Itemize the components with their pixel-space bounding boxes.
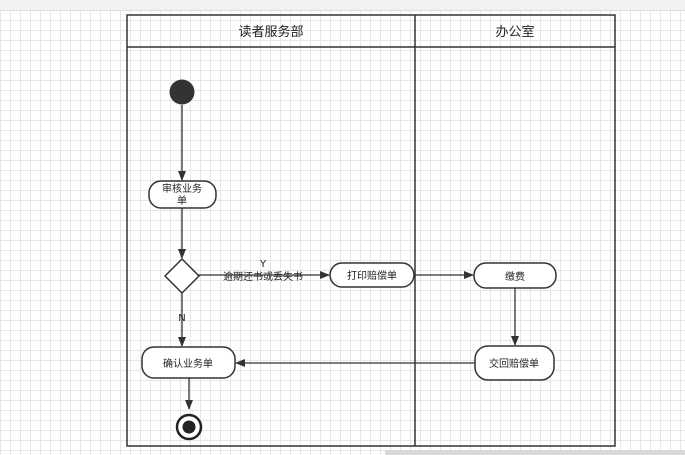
lane-title-reader-service: 读者服务部 [238,24,303,40]
activity-pay-label: 缴费 [505,270,525,283]
activity-review-line1: 审核业务 [162,182,202,195]
swimlane-frame [126,14,616,447]
start-node[interactable] [169,79,195,105]
activity-review-line2: 单 [177,195,187,207]
canvas-top-bar [0,0,685,11]
end-node-inner [182,420,196,434]
canvas-scrollbar[interactable] [385,450,685,455]
edge-label-condition: 逾期还书或丢失书 [223,270,303,283]
activity-submit-label: 交回赔偿单 [489,357,539,370]
lane-title-office: 办公室 [495,24,534,40]
activity-review-order[interactable] [148,180,217,209]
edge-label-yes: Y [259,259,267,270]
activity-return-compensation[interactable] [474,345,555,381]
activity-confirm-order[interactable] [141,346,236,379]
activity-print-compensation[interactable] [329,262,415,288]
activity-confirm-label: 确认业务单 [163,357,213,370]
activity-print-label: 打印赔偿单 [347,269,397,282]
decision-node[interactable] [163,257,201,295]
activity-pay[interactable] [473,262,557,289]
edge-label-no: N [178,313,185,324]
